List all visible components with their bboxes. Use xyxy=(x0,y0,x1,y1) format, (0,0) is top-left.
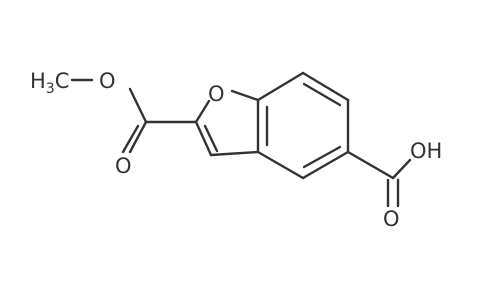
ester-carbonyl-oxygen-label: O xyxy=(115,154,132,178)
bonds xyxy=(70,71,412,208)
bond-ester-carbonyl-double-2 xyxy=(121,124,140,154)
bond-c5-acid-c xyxy=(346,150,395,180)
bond-c7-c6-double xyxy=(302,82,342,107)
methyl-c-label: C xyxy=(55,69,70,93)
bond-ester-carbonyl-double-1 xyxy=(128,120,148,154)
bond-c4-c3a xyxy=(256,150,305,180)
acid-carbonyl-oxygen-label: O xyxy=(383,207,400,231)
bond-furan-c2-o xyxy=(194,99,211,124)
bond-c7-c6 xyxy=(301,71,350,102)
bond-furan-c2-c3 xyxy=(194,120,213,157)
atom-labels: H3C O O O OH O xyxy=(30,69,442,231)
methyl-subscript: 3 xyxy=(46,81,55,97)
furan-oxygen-label: O xyxy=(208,82,225,106)
methyl-label: H3C xyxy=(30,69,69,97)
bond-c7a-c7 xyxy=(256,71,305,102)
bond-ester-o-carbonyl-c xyxy=(128,87,148,124)
bond-furan-c3-c3a xyxy=(209,150,260,157)
bond-acid-c-oh xyxy=(391,158,412,180)
bond-furan-c2-c3-double xyxy=(203,124,219,153)
bond-c5-c4-double xyxy=(302,145,342,169)
methyl-h-label: H xyxy=(30,69,46,93)
bond-furan-o-c7a xyxy=(230,89,260,102)
ester-oxygen-label: O xyxy=(99,69,116,93)
acid-hydroxyl-label: OH xyxy=(410,139,442,163)
bond-c5-c4 xyxy=(301,150,350,180)
